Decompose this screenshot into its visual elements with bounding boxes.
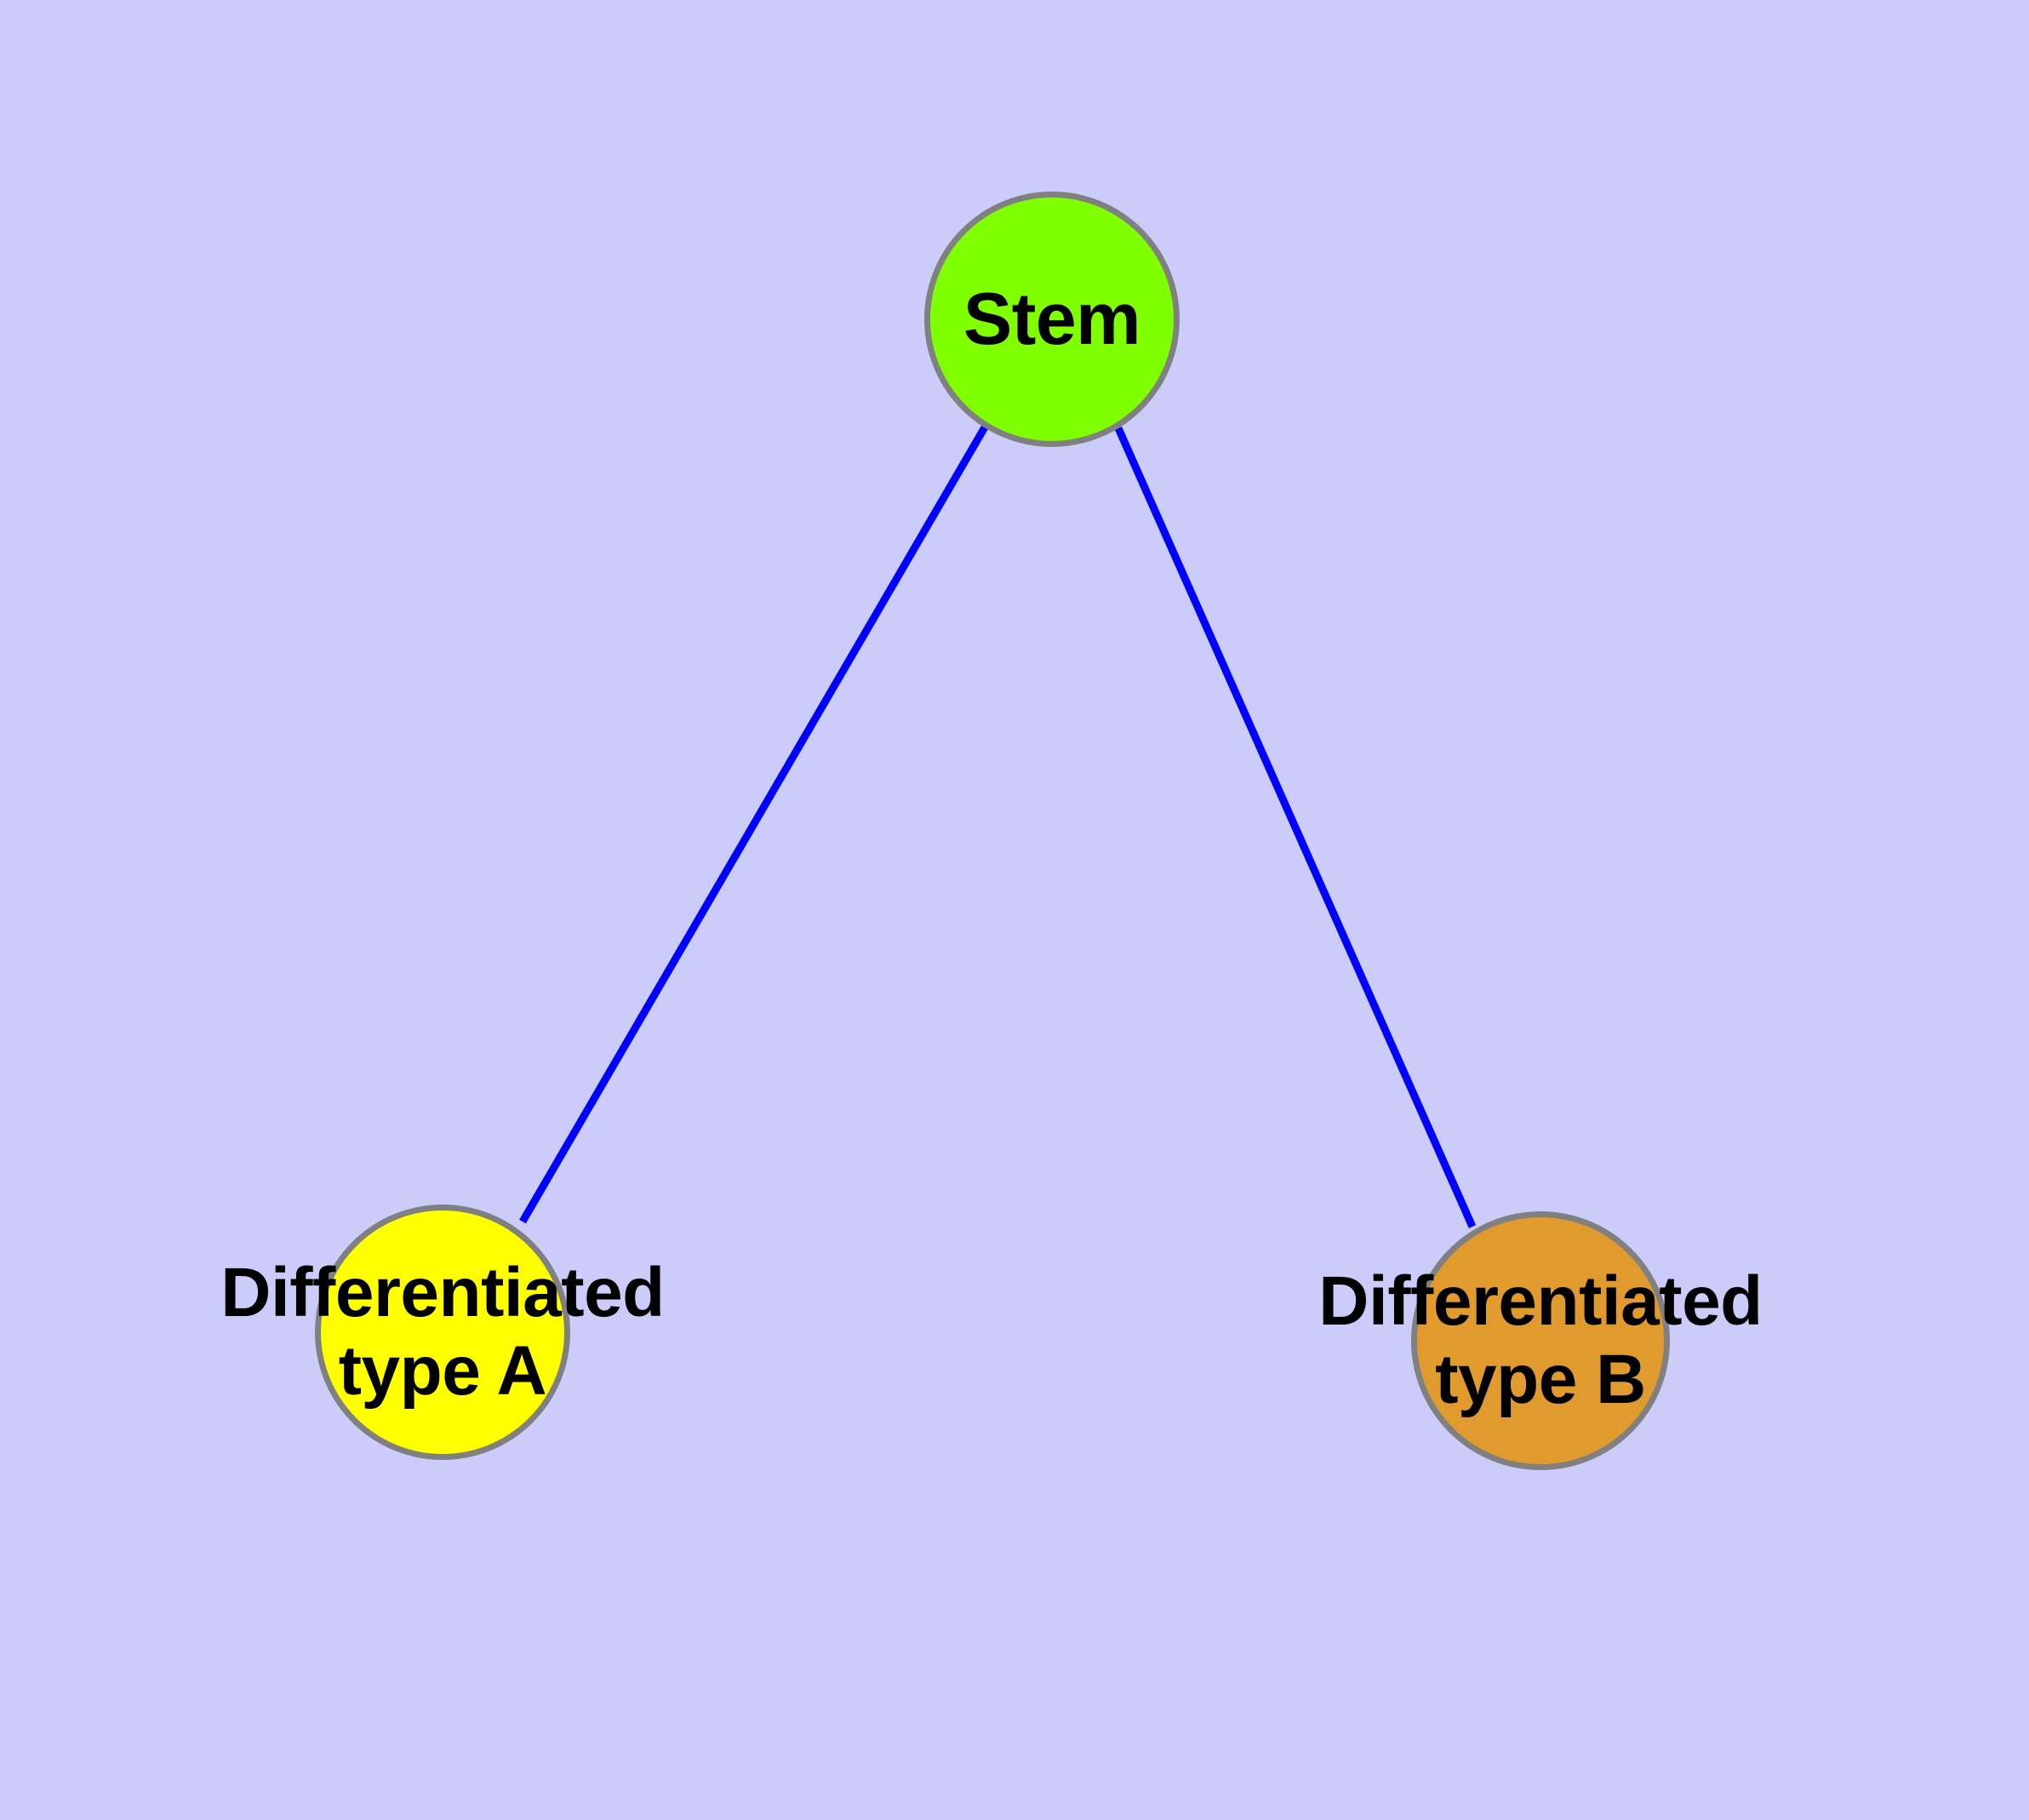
- edge-stem-to-differentiated-type-b[interactable]: [1114, 426, 1477, 1228]
- node-differentiated-type-b[interactable]: Differentiated type B: [1318, 1211, 1763, 1470]
- label-line-2: type A: [338, 1332, 547, 1410]
- edge-stem-to-differentiated-type-a[interactable]: [519, 425, 988, 1224]
- node-differentiated-type-a[interactable]: Differentiated type A: [220, 1205, 665, 1460]
- node-stem-label: Stem: [963, 278, 1141, 360]
- node-stem[interactable]: Stem: [924, 192, 1180, 447]
- label-line-2: type B: [1435, 1341, 1646, 1418]
